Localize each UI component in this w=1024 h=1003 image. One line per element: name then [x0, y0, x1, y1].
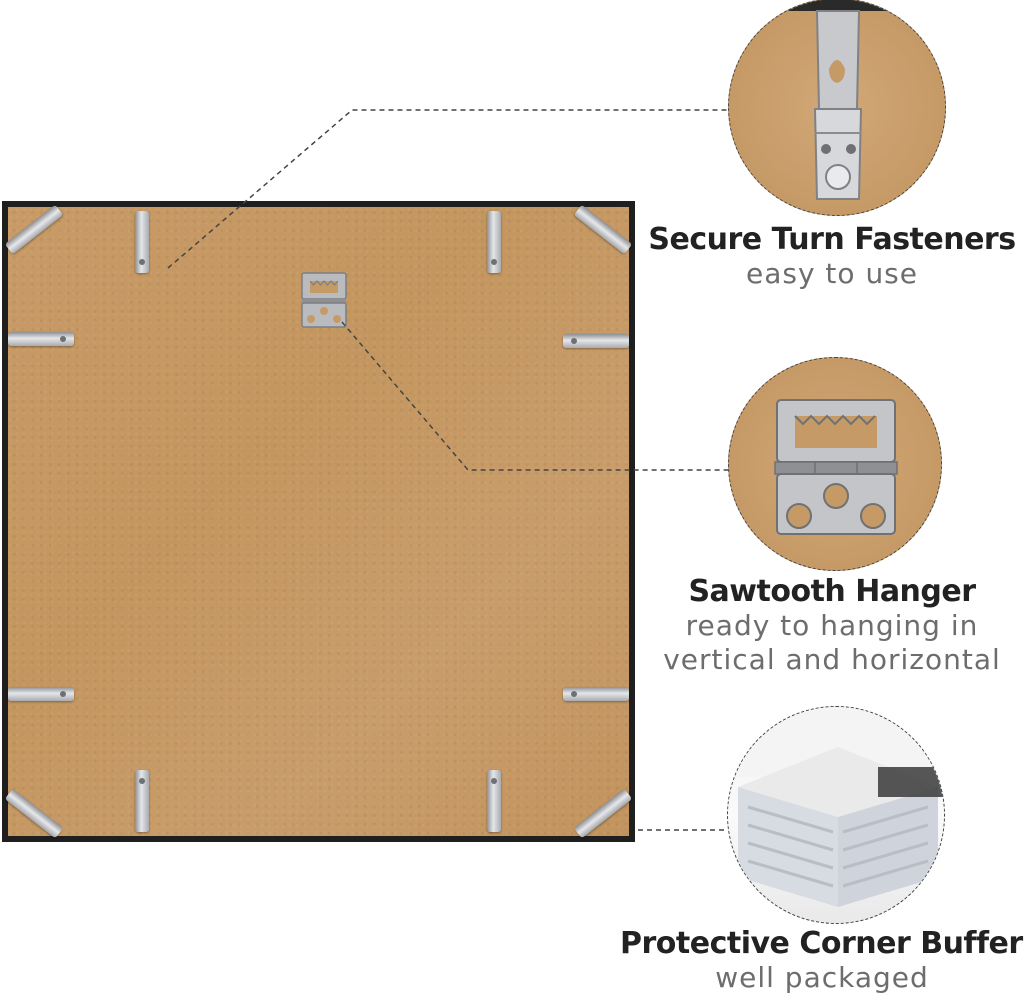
sawtooth-hanger-closeup: [728, 357, 942, 571]
turn-fastener-icon: [729, 0, 945, 200]
corner-buffer-icon: [728, 707, 944, 907]
turn-fastener: [8, 687, 74, 701]
sawtooth-hanger-icon: [301, 272, 347, 328]
feature-label-fasteners: Secure Turn Fasteners easy to use: [640, 222, 1024, 291]
sawtooth-hanger-icon: [774, 399, 898, 535]
feature-title: Secure Turn Fasteners: [648, 222, 1016, 257]
feature-subtitle: vertical and horizontal: [663, 643, 1001, 676]
backboard: [4, 204, 633, 839]
feature-subtitle: easy to use: [745, 257, 918, 290]
turn-fastener: [487, 211, 501, 273]
turn-fastener: [135, 211, 149, 273]
turn-fastener: [563, 687, 629, 701]
turn-fastener-closeup: [728, 0, 946, 216]
feature-subtitle: ready to hanging in: [685, 609, 979, 642]
feature-subtitle: well packaged: [715, 961, 929, 994]
corner-buffer-closeup: [727, 706, 945, 924]
turn-fastener: [563, 334, 629, 348]
feature-label-hanger: Sawtooth Hanger ready to hanging in vert…: [640, 574, 1024, 677]
feature-label-buffers: Protective Corner Buffers well packaged: [620, 926, 1024, 995]
feature-title: Protective Corner Buffers: [620, 926, 1024, 961]
feature-title: Sawtooth Hanger: [688, 574, 976, 609]
turn-fastener: [8, 332, 74, 346]
turn-fastener: [135, 770, 149, 832]
turn-fastener: [487, 770, 501, 832]
picture-frame-back: [2, 201, 635, 842]
